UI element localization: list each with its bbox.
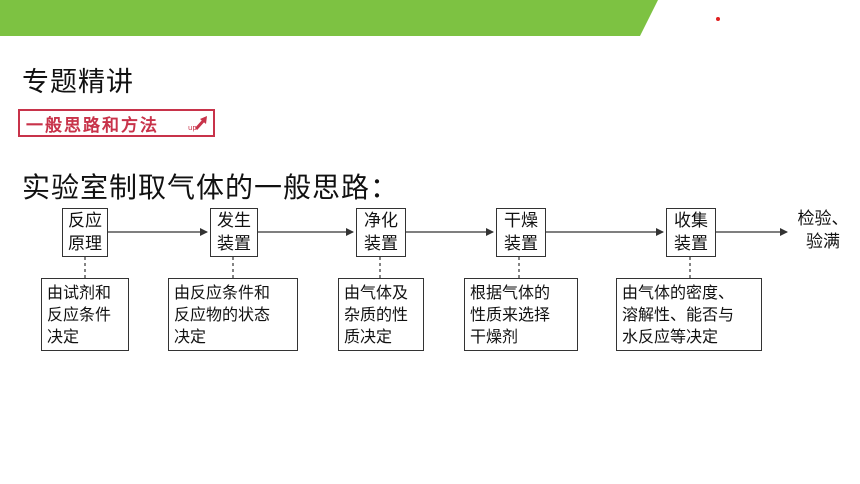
step-drying-apparatus: 干燥 装置 bbox=[496, 208, 546, 257]
header-bar bbox=[0, 0, 860, 36]
note-reaction-principle: 由试剂和 反应条件 决定 bbox=[41, 278, 129, 351]
step-label: 发生 装置 bbox=[217, 211, 251, 254]
section-title: 专题精讲 bbox=[22, 67, 134, 98]
note-generation-apparatus: 由反应条件和 反应物的状态 决定 bbox=[168, 278, 298, 351]
step-test-and-check-full: 检验、 验满 bbox=[792, 208, 854, 254]
method-badge: 一般思路和方法 up bbox=[18, 109, 215, 137]
note-collection-apparatus: 由气体的密度、 溶解性、能否与 水反应等决定 bbox=[616, 278, 762, 351]
step-label: 检验、 验满 bbox=[797, 209, 849, 252]
step-label: 反应 原理 bbox=[68, 211, 102, 254]
step-label: 收集 装置 bbox=[674, 211, 708, 254]
step-generation-apparatus: 发生 装置 bbox=[210, 208, 258, 257]
svg-text:up: up bbox=[188, 124, 197, 132]
step-label: 干燥 装置 bbox=[504, 211, 538, 254]
note-purification-apparatus: 由气体及 杂质的性 质决定 bbox=[338, 278, 424, 351]
accent-dot bbox=[716, 17, 720, 21]
note-drying-apparatus: 根据气体的 性质来选择 干燥剂 bbox=[464, 278, 578, 351]
up-arrow-icon: up bbox=[187, 114, 209, 138]
step-reaction-principle: 反应 原理 bbox=[62, 208, 108, 257]
diagram-heading: 实验室制取气体的一般思路： bbox=[22, 171, 400, 204]
step-collection-apparatus: 收集 装置 bbox=[666, 208, 716, 257]
step-purification-apparatus: 净化 装置 bbox=[356, 208, 406, 257]
badge-label: 一般思路和方法 bbox=[26, 115, 159, 136]
step-label: 净化 装置 bbox=[364, 211, 398, 254]
